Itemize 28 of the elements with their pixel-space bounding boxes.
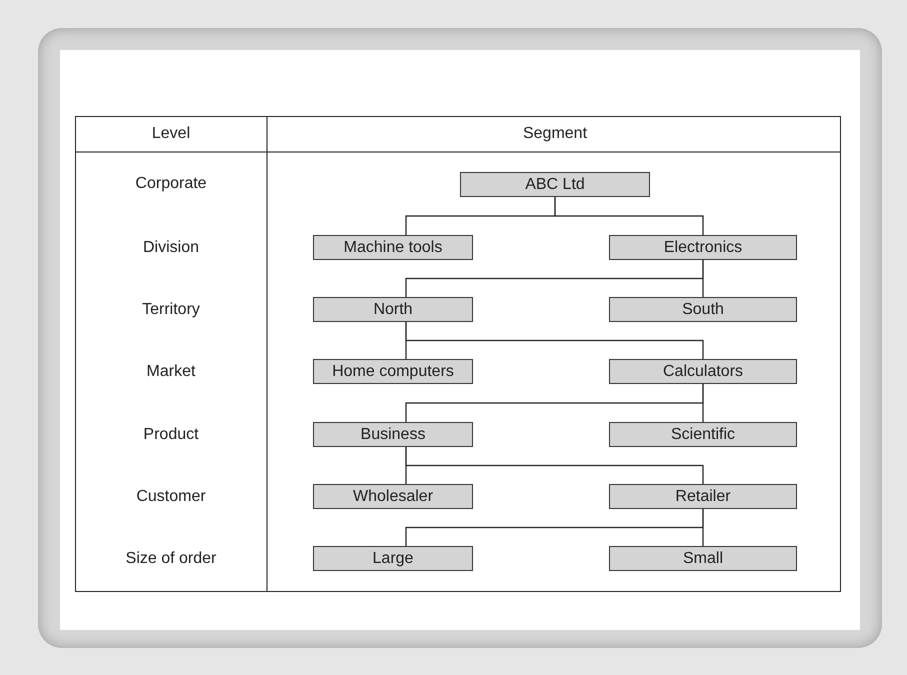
segment-box: Electronics [609, 235, 797, 260]
column-header: Level [152, 125, 190, 143]
level-label: Division [143, 238, 199, 256]
level-label: Territory [142, 300, 200, 318]
connector-line [405, 322, 704, 359]
connector-line [702, 384, 704, 422]
segment-box: South [609, 297, 797, 322]
segment-box: Large [313, 546, 473, 571]
level-label: Product [143, 426, 199, 444]
segment-box: Home computers [313, 359, 473, 384]
level-label: Size of order [126, 550, 216, 568]
level-label: Corporate [135, 175, 207, 193]
segment-box: Wholesaler [313, 484, 473, 509]
connector-line [554, 197, 704, 235]
connector-line [702, 509, 704, 546]
segment-box: Calculators [609, 359, 797, 384]
segment-box: Scientific [609, 422, 797, 447]
segment-box: North [313, 297, 473, 322]
segment-box: Business [313, 422, 473, 447]
segment-box: Machine tools [313, 235, 473, 260]
connector-line [405, 447, 704, 484]
connector-line [702, 260, 704, 297]
segment-box: Small [609, 546, 797, 571]
segment-box: ABC Ltd [460, 172, 650, 197]
level-label: Customer [136, 488, 206, 506]
column-header: Segment [522, 125, 588, 143]
level-label: Market [146, 362, 196, 380]
segment-box: Retailer [609, 484, 797, 509]
